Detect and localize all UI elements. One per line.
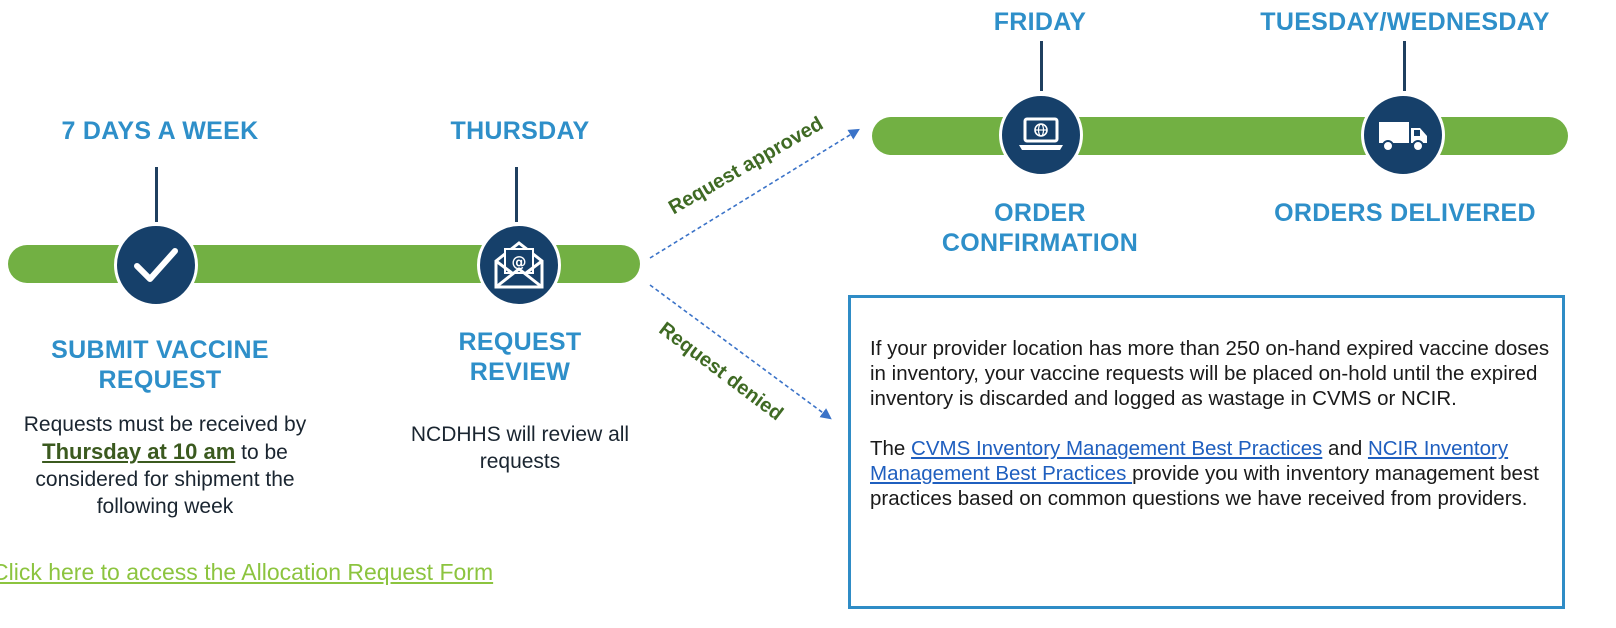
email-envelope-icon: @	[494, 241, 544, 289]
step-1-description: Requests must be received by Thursday at…	[23, 413, 307, 518]
cvms-best-practices-link[interactable]: CVMS Inventory Management Best Practices	[911, 437, 1323, 460]
step-1-connector	[155, 167, 158, 222]
delivery-truck-icon	[1379, 122, 1427, 152]
step-4-connector	[1403, 41, 1406, 91]
expired-inventory-notice: If your provider location has more than …	[848, 295, 1565, 609]
allocation-request-form-link[interactable]: Click here to access the Allocation Requ…	[0, 559, 494, 585]
timeline-bar-right	[872, 117, 1568, 155]
step-3-connector	[1040, 41, 1043, 91]
step-4-day: TUESDAY/WEDNESDAY	[1260, 8, 1550, 36]
step-1-day: 7 DAYS A WEEK	[61, 117, 259, 145]
step-2-day: THURSDAY	[450, 117, 590, 145]
step-1-title: SUBMIT VACCINE REQUEST	[51, 336, 269, 394]
notice-paragraph-1: If your provider location has more than …	[870, 337, 1550, 410]
step-2-connector	[515, 167, 518, 222]
denied-arrow	[649, 284, 832, 420]
step-1-circle	[114, 223, 198, 307]
laptop-globe-icon	[1019, 117, 1063, 150]
step-4-circle	[1361, 93, 1445, 177]
svg-text:@: @	[512, 253, 527, 271]
step-4-title: ORDERS DELIVERED	[1274, 199, 1536, 227]
step-2-circle: @	[477, 223, 561, 307]
step-3-day: FRIDAY	[993, 8, 1087, 36]
step-3-circle	[999, 93, 1083, 177]
check-icon	[134, 248, 178, 282]
step-3-title: ORDER CONFIRMATION	[941, 199, 1139, 257]
notice-paragraph-2: The CVMS Inventory Management Best Pract…	[870, 437, 1539, 510]
step-2-description: NCDHHS will review all requests	[410, 423, 630, 473]
ncir-best-practices-link[interactable]: NCIR Inventory Management Best Practices	[870, 437, 1509, 485]
deadline-highlight: Thursday at 10 am	[42, 439, 236, 464]
approved-arrow	[649, 128, 860, 259]
step-2-title: REQUEST REVIEW	[458, 328, 582, 386]
